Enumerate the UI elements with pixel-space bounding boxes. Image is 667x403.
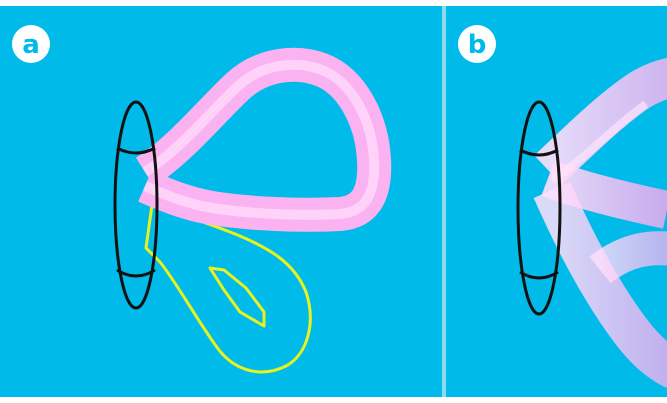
panel-divider (442, 6, 446, 397)
panel-b-label: b (468, 30, 487, 60)
panel-a-badge: a (12, 25, 50, 63)
panel-b-badge: b (458, 25, 496, 63)
panel-b: b (446, 6, 667, 397)
panel-a-label: a (22, 30, 40, 60)
panel-a: a (0, 6, 442, 397)
